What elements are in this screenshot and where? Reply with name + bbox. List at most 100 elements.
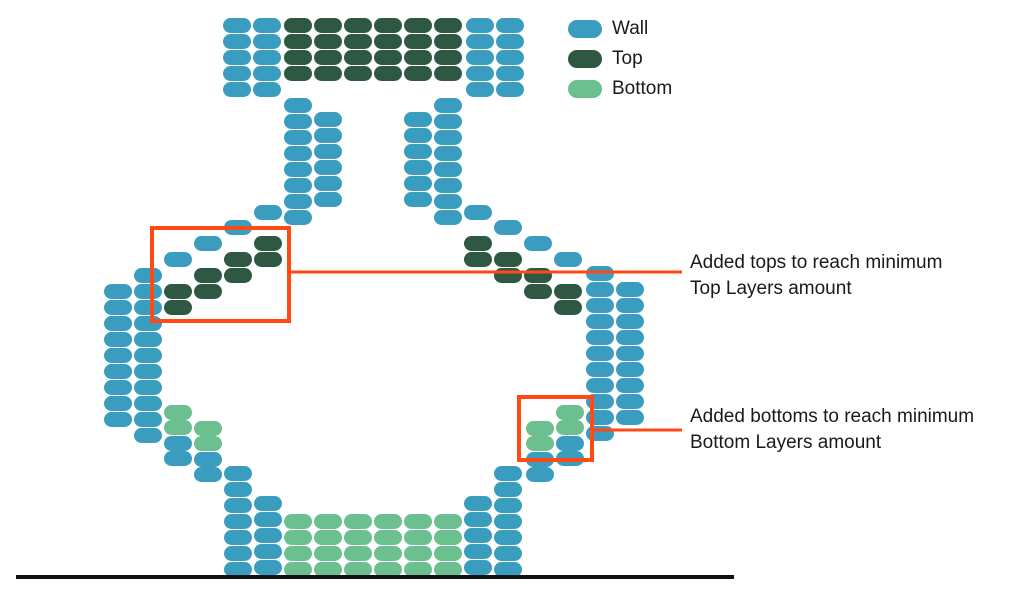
top-bead xyxy=(284,50,312,65)
bottom-bead xyxy=(526,421,554,436)
legend-label: Top xyxy=(612,48,643,69)
wall-bead xyxy=(224,466,252,481)
top-bead xyxy=(314,50,342,65)
wall-bead xyxy=(314,112,342,127)
bottom-bead xyxy=(284,546,312,561)
wall-bead xyxy=(616,314,644,329)
wall-bead xyxy=(104,316,132,331)
top-bead xyxy=(194,268,222,283)
bottom-bead xyxy=(314,562,342,577)
bottom-bead xyxy=(526,436,554,451)
tops-annotation-line1: Added tops to reach minimum xyxy=(690,252,943,273)
wall-bead xyxy=(404,176,432,191)
top-bead xyxy=(344,66,372,81)
wall-bead xyxy=(223,50,251,65)
wall-bead xyxy=(586,282,614,297)
top-bead xyxy=(164,284,192,299)
bottom-bead xyxy=(404,562,432,577)
wall-bead xyxy=(616,362,644,377)
top-bead xyxy=(284,66,312,81)
wall-bead xyxy=(104,412,132,427)
wall-bead xyxy=(496,66,524,81)
wall-bead xyxy=(466,34,494,49)
wall-bead xyxy=(134,396,162,411)
wall-bead xyxy=(104,364,132,379)
wall-bead xyxy=(404,128,432,143)
bottom-bead xyxy=(194,436,222,451)
bottom-bead xyxy=(404,546,432,561)
wall-bead xyxy=(284,98,312,113)
bottom-bead xyxy=(374,562,402,577)
wall-bead xyxy=(134,316,162,331)
wall-bead xyxy=(284,178,312,193)
wall-bead xyxy=(464,205,492,220)
wall-bead xyxy=(616,298,644,313)
wall-bead xyxy=(224,482,252,497)
wall-bead xyxy=(434,146,462,161)
wall-bead xyxy=(616,282,644,297)
wall-bead xyxy=(616,378,644,393)
top-bead xyxy=(434,66,462,81)
bottom-bead xyxy=(314,530,342,545)
wall-bead xyxy=(554,252,582,267)
wall-bead xyxy=(194,467,222,482)
wall-bead xyxy=(253,66,281,81)
legend-item-top: Top xyxy=(568,46,643,72)
wall-bead xyxy=(223,34,251,49)
legend-item-wall: Wall xyxy=(568,16,648,42)
bottom-bead xyxy=(164,405,192,420)
wall-bead xyxy=(314,160,342,175)
wall-bead xyxy=(194,236,222,251)
wall-bead xyxy=(616,346,644,361)
bottom-bead xyxy=(314,546,342,561)
wall-bead xyxy=(223,66,251,81)
wall-bead xyxy=(134,300,162,315)
wall-bead xyxy=(616,330,644,345)
wall-bead xyxy=(284,146,312,161)
wall-bead xyxy=(224,514,252,529)
wall-bead xyxy=(254,512,282,527)
bottom-bead xyxy=(434,530,462,545)
wall-bead xyxy=(464,544,492,559)
top-bead xyxy=(404,18,432,33)
wall-bead xyxy=(253,82,281,97)
wall-bead xyxy=(494,482,522,497)
top-bead xyxy=(524,268,552,283)
top-bead xyxy=(434,34,462,49)
bottom-bead xyxy=(344,562,372,577)
wall-swatch-icon xyxy=(568,20,602,38)
wall-bead xyxy=(254,544,282,559)
legend-label: Bottom xyxy=(612,78,673,99)
bottom-bead xyxy=(434,514,462,529)
top-bead xyxy=(524,284,552,299)
top-bead xyxy=(224,268,252,283)
wall-bead xyxy=(496,82,524,97)
wall-bead xyxy=(494,514,522,529)
wall-bead xyxy=(434,130,462,145)
bottoms-annotation: Added bottoms to reach minimum Bottom La… xyxy=(690,404,974,456)
wall-bead xyxy=(254,496,282,511)
top-bead xyxy=(314,18,342,33)
wall-bead xyxy=(104,332,132,347)
wall-bead xyxy=(284,114,312,129)
wall-bead xyxy=(434,178,462,193)
top-bead xyxy=(224,252,252,267)
wall-bead xyxy=(494,498,522,513)
wall-bead xyxy=(434,210,462,225)
wall-bead xyxy=(464,496,492,511)
top-bead xyxy=(434,18,462,33)
wall-bead xyxy=(404,144,432,159)
top-bead xyxy=(344,34,372,49)
legend-item-bottom: Bottom xyxy=(568,76,672,102)
top-bead xyxy=(254,252,282,267)
top-bead xyxy=(374,18,402,33)
wall-bead xyxy=(586,298,614,313)
top-bead xyxy=(434,50,462,65)
bottom-bead xyxy=(434,562,462,577)
wall-bead xyxy=(314,144,342,159)
wall-bead xyxy=(224,498,252,513)
top-bead xyxy=(404,66,432,81)
wall-bead xyxy=(496,34,524,49)
wall-bead xyxy=(494,466,522,481)
wall-bead xyxy=(494,546,522,561)
